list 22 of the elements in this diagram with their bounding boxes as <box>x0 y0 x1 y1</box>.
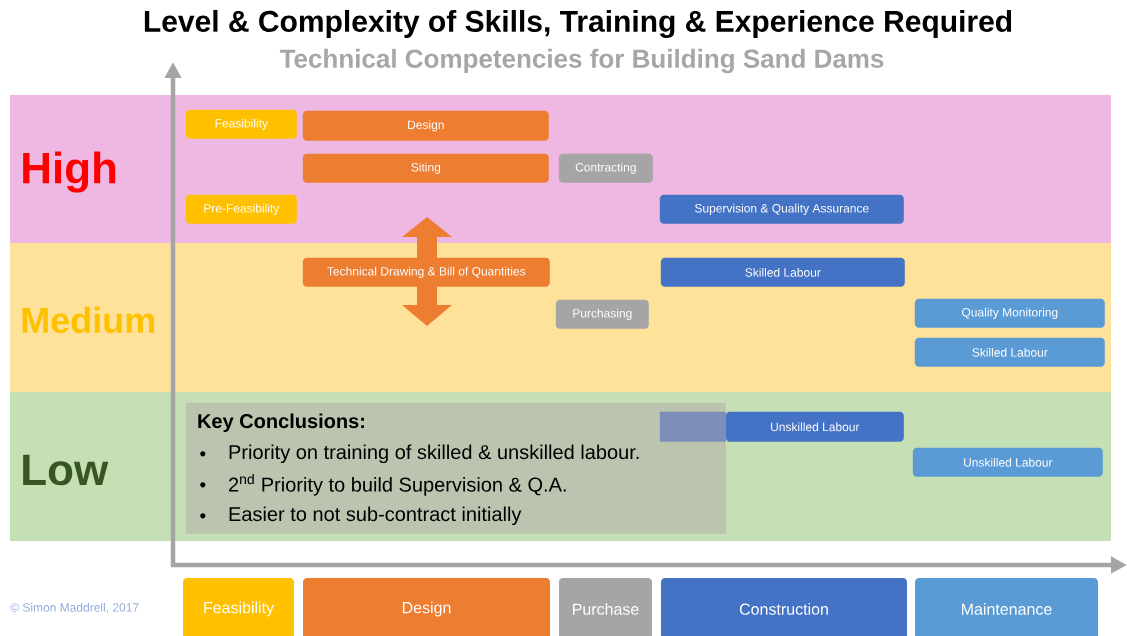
copyright-note: © Simon Maddrell, 2017 <box>10 602 139 614</box>
task-box: Contracting <box>558 153 653 183</box>
task-box: Siting <box>302 153 549 183</box>
conclusions-box: Key Conclusions: Priority on training of skilled & unskilled labour. 2$^{nd}$ Priority to build Supervision & Q.A. Easier to not sub-contract initially <box>185 402 726 534</box>
task-box: Skilled Labour <box>914 337 1105 367</box>
task-box: Unskilled Labour <box>725 411 904 442</box>
phase-box: Feasibility <box>183 578 294 636</box>
task-box: Pre-Feasibility <box>185 194 297 224</box>
task-box: Skilled Labour <box>660 257 905 287</box>
title: Level & Complexity of Skills, Training & Experience Required <box>144 9 1012 39</box>
phase-box: Design <box>303 578 550 636</box>
phase-box: Maintenance <box>915 578 1098 636</box>
phase-box: Construction <box>661 578 907 636</box>
task-box: Quality Monitoring <box>914 298 1105 328</box>
task-box: Technical Drawing & Bill of Quantities <box>302 257 550 287</box>
task-box: Feasibility <box>185 109 297 139</box>
task-box: Supervision & Quality Assurance <box>659 194 904 224</box>
subtitle: Technical Competencies for Building Sand Dams <box>279 48 884 74</box>
task-box: Unskilled Labour <box>912 447 1103 477</box>
task-box: Design <box>302 110 549 141</box>
task-box: Purchasing <box>555 299 649 329</box>
phase-box: Purchase <box>559 578 652 636</box>
